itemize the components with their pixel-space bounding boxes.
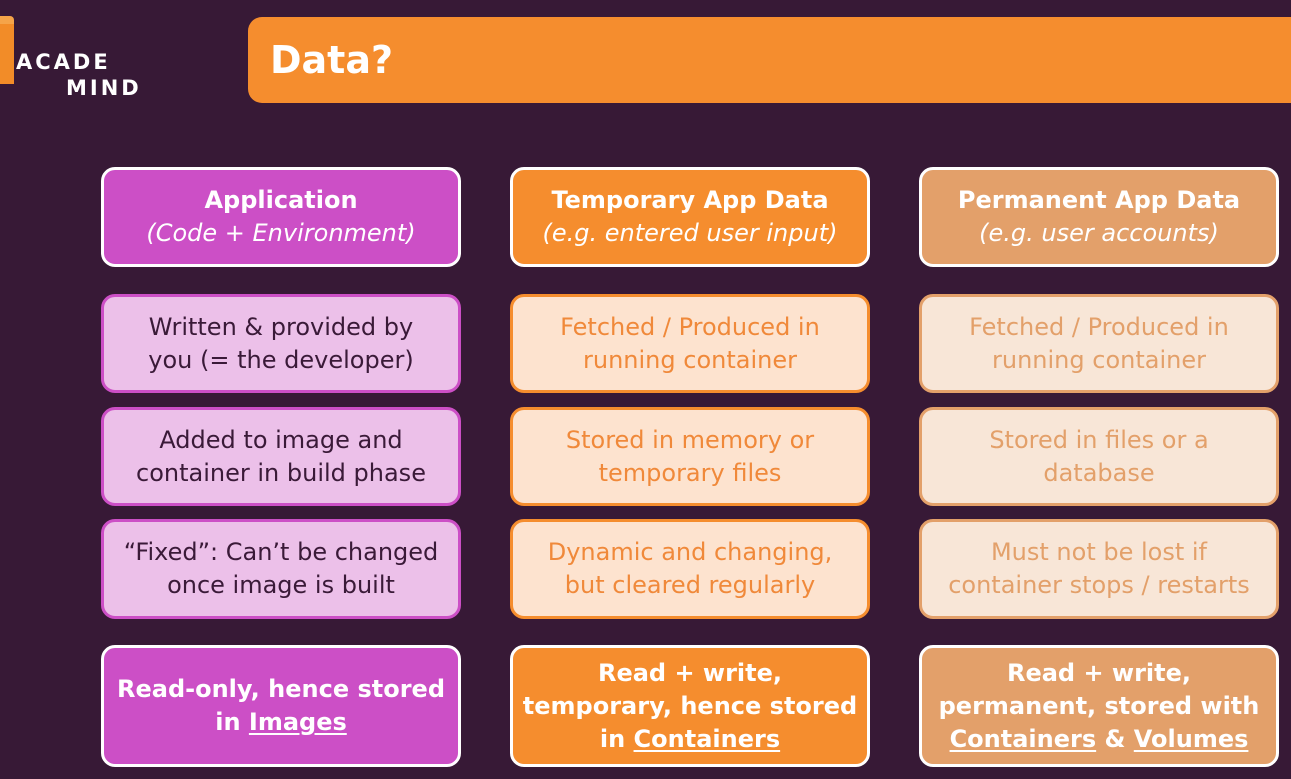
permanent-data-row-3: Must not be lost if container stops / re… [919, 519, 1279, 619]
logo-mark-icon [0, 16, 14, 84]
application-row-1: Written & provided by you (= the develop… [101, 294, 461, 393]
row-text-line: Added to image and [159, 425, 403, 454]
row-text-line: Fetched / Produced in [969, 312, 1229, 341]
row-text-line: Written & provided by [148, 312, 414, 341]
row-text-line: container stops / restarts [948, 571, 1250, 599]
footer-line: Read + write, [597, 658, 783, 687]
temporary-data-subheading: (e.g. entered user input) [542, 219, 838, 247]
footer-prefix: in [599, 724, 634, 753]
application-row-3: “Fixed”: Can’t be changed once image is … [101, 519, 461, 619]
volumes-term: Volumes [1133, 724, 1249, 753]
slide-title-bar: Data? [248, 17, 1291, 103]
permanent-data-subheading: (e.g. user accounts) [979, 219, 1219, 247]
permanent-data-heading-box: Permanent App Data (e.g. user accounts) [919, 167, 1279, 267]
footer-line: Containers & Volumes [950, 723, 1249, 756]
footer-line: Read + write, [1006, 658, 1192, 687]
row-text-line: running container [992, 345, 1206, 374]
footer-line: permanent, stored with [938, 691, 1260, 720]
application-row-2: Added to image and container in build ph… [101, 407, 461, 506]
application-subheading: (Code + Environment) [146, 219, 416, 247]
footer-line: Read-only, hence stored [117, 675, 445, 703]
footer-line: in Containers [600, 723, 780, 756]
row-text-line: Stored in memory or [565, 425, 815, 454]
row-text-line: Must not be lost if [990, 538, 1208, 566]
row-text-line: temporary files [598, 458, 782, 487]
temporary-data-heading: Temporary App Data [551, 186, 829, 214]
logo-text-line1: ACADE [16, 50, 111, 74]
temporary-data-row-2: Stored in memory or temporary files [510, 407, 870, 506]
row-text-line: container in build phase [136, 458, 426, 487]
temporary-data-row-1: Fetched / Produced in running container [510, 294, 870, 393]
academind-logo: ACADE MIND [0, 14, 150, 104]
row-text-line: you (= the developer) [148, 345, 414, 374]
containers-term: Containers [949, 724, 1097, 753]
permanent-data-row-2: Stored in files or a database [919, 407, 1279, 506]
permanent-data-footer-box: Read + write, permanent, stored with Con… [919, 645, 1279, 767]
row-text-line: Fetched / Produced in [560, 312, 820, 341]
footer-line: in Images [215, 706, 347, 739]
application-heading-box: Application (Code + Environment) [101, 167, 461, 267]
permanent-data-heading: Permanent App Data [957, 186, 1241, 214]
footer-joiner: & [1096, 724, 1134, 753]
footer-prefix: in [215, 708, 249, 736]
row-text-line: database [1043, 458, 1155, 487]
row-text-line: “Fixed”: Can’t be changed [123, 538, 439, 566]
logo-text-line2: MIND [66, 76, 142, 100]
temporary-data-footer-box: Read + write, temporary, hence stored in… [510, 645, 870, 767]
row-text-line: Stored in files or a [989, 425, 1209, 454]
footer-line: temporary, hence stored [522, 691, 858, 720]
temporary-data-row-3: Dynamic and changing, but cleared regula… [510, 519, 870, 619]
temporary-data-heading-box: Temporary App Data (e.g. entered user in… [510, 167, 870, 267]
slide-title: Data? [270, 38, 394, 82]
row-text-line: Dynamic and changing, [547, 538, 833, 566]
containers-term: Containers [633, 724, 781, 753]
permanent-data-row-1: Fetched / Produced in running container [919, 294, 1279, 393]
application-heading: Application [204, 186, 358, 214]
row-text-line: but cleared regularly [564, 571, 816, 599]
row-text-line: running container [583, 345, 797, 374]
application-footer-box: Read-only, hence stored in Images [101, 645, 461, 767]
images-term: Images [248, 708, 347, 736]
row-text-line: once image is built [167, 571, 395, 599]
